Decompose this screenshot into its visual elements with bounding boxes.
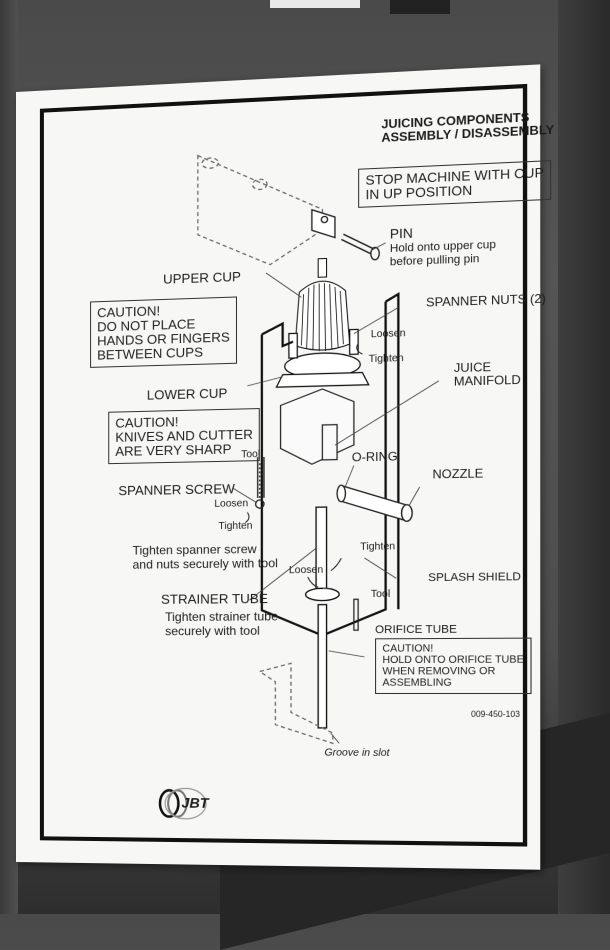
- nozzle-label: NOZZLE: [432, 466, 484, 482]
- assembly-diagram-icon: [16, 64, 540, 869]
- jbt-logo-icon: JBT: [155, 783, 216, 824]
- strainer-note-line1: Tighten strainer tube: [165, 609, 279, 625]
- splash-shield-label: SPLASH SHIELD: [428, 570, 521, 585]
- instruction-placard: JUICING COMPONENTS ASSEMBLY / DISASSEMBL…: [16, 64, 554, 870]
- strainer-tube-label: STRAINER TUBE: [161, 590, 268, 607]
- caution-orifice-box: CAUTION! HOLD ONTO ORIFICE TUBE WHEN REM…: [375, 637, 532, 695]
- lower-cup-label: LOWER CUP: [146, 385, 228, 403]
- o-ring-label: O-RING: [351, 449, 398, 465]
- panel-left-edge: [0, 0, 18, 914]
- juice-manifold-label-2: MANIFOLD: [453, 372, 521, 389]
- orifice-tube-label: ORIFICE TUBE: [375, 623, 457, 637]
- tighten-label-strainer: Tighten: [360, 541, 396, 553]
- loosen-label-screw: Loosen: [214, 498, 249, 510]
- caution-knives-box: CAUTION! KNIVES AND CUTTER ARE VERY SHAR…: [108, 408, 261, 465]
- pin-label: PIN: [389, 225, 413, 242]
- jbt-logo-text: JBT: [181, 794, 209, 811]
- caution-orifice-l2: HOLD ONTO ORIFICE TUBE: [382, 654, 524, 667]
- tool-label-strainer: Tool: [370, 588, 391, 601]
- caution-orifice-l4: ASSEMBLING: [382, 677, 452, 689]
- stop-machine-notice: STOP MACHINE WITH CUP IN UP POSITION: [358, 160, 552, 208]
- caution-orifice-l1: CAUTION!: [382, 643, 434, 655]
- caution-orifice-l3: WHEN REMOVING OR: [382, 665, 496, 678]
- upper-cup-label: UPPER CUP: [163, 268, 241, 287]
- caution-cups-box: CAUTION! DO NOT PLACE HANDS OR FINGERS B…: [90, 296, 238, 368]
- tighten-label-nuts: Tighten: [368, 352, 404, 366]
- spanner-screw-label: SPANNER SCREW: [118, 481, 235, 499]
- tighten-note-line2: and nuts securely with tool: [132, 555, 278, 572]
- top-bracket: [390, 0, 450, 14]
- tool-label-screw: Tool: [241, 448, 261, 461]
- groove-in-slot-label: Groove in slot: [324, 747, 390, 760]
- loosen-label-strainer: Loosen: [288, 564, 324, 577]
- part-number: 009-450-103: [471, 709, 521, 720]
- caution-knives-l3: ARE VERY SHARP: [115, 441, 232, 459]
- top-label-strip: [270, 0, 360, 8]
- loosen-label-nuts: Loosen: [370, 327, 406, 341]
- caution-cups-l4: BETWEEN CUPS: [97, 344, 204, 363]
- tighten-label-screw: Tighten: [218, 520, 253, 533]
- strainer-note-line2: securely with tool: [165, 623, 260, 639]
